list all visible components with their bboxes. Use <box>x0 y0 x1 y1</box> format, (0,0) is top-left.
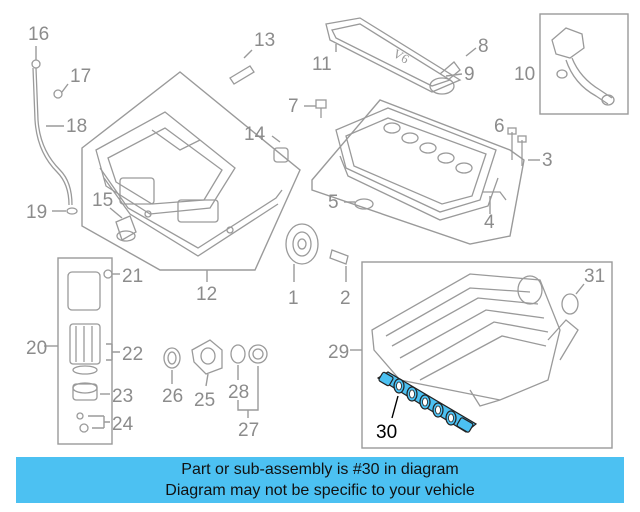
part-13-tube <box>229 49 255 85</box>
part-8-9-cap <box>429 47 477 95</box>
callout-20: 20 <box>26 338 47 359</box>
callout-9: 9 <box>464 64 475 85</box>
callout-18: 18 <box>66 116 87 137</box>
callout-11: 11 <box>312 54 332 75</box>
part-31-oring <box>561 283 585 315</box>
callout-7: 7 <box>288 96 299 117</box>
oil-pan-box <box>81 71 301 271</box>
intake-manifold-box <box>361 261 613 449</box>
callout-16: 16 <box>28 24 49 45</box>
valve-cover-box <box>311 99 525 245</box>
part-14-sensor <box>271 135 289 163</box>
oil-pan-drawing <box>95 111 283 257</box>
callout-10: 10 <box>514 64 535 85</box>
notice-line-part: Part or sub-assembly is #30 in diagram <box>181 461 459 478</box>
engine-cover-logo: V6 <box>391 46 413 67</box>
callout-26: 26 <box>162 386 183 407</box>
oil-filter-drawing <box>44 269 120 433</box>
callout-27: 27 <box>238 420 259 441</box>
part-17-plug <box>53 83 69 99</box>
part-10-box <box>539 13 629 115</box>
callout-17: 17 <box>70 66 91 87</box>
callout-23: 23 <box>112 386 133 407</box>
notice-banner: Part or sub-assembly is #30 in diagram D… <box>16 457 624 503</box>
callout-30: 30 <box>376 422 397 443</box>
callout-28: 28 <box>228 382 249 403</box>
intake-manifold-drawing <box>350 273 579 407</box>
part-28-seal <box>230 344 268 418</box>
callout-25: 25 <box>194 390 215 411</box>
callout-29: 29 <box>328 342 349 363</box>
part-15-filter-plug <box>109 207 137 242</box>
part-2-bolt <box>329 249 349 282</box>
callout-5: 5 <box>328 192 339 213</box>
engine-cover-drawing: V6 <box>325 17 462 93</box>
callout-24: 24 <box>112 414 134 435</box>
part-7-bolt <box>304 99 327 118</box>
part-30-gasket-highlighted <box>376 371 478 433</box>
part-26-oring <box>163 347 181 384</box>
callout-12: 12 <box>196 284 217 305</box>
part-6-bolts <box>507 127 527 166</box>
dipstick-drawing <box>31 46 78 215</box>
callout-15: 15 <box>92 190 113 211</box>
callout-4: 4 <box>484 212 495 233</box>
pulley-drawing <box>285 223 319 282</box>
part-4-gasket <box>482 191 507 214</box>
breather-hose-drawing <box>551 27 615 106</box>
callout-19: 19 <box>26 202 47 223</box>
callout-2: 2 <box>340 288 351 309</box>
part-5-seal <box>344 198 374 210</box>
callout-3: 3 <box>542 150 553 171</box>
callout-22: 22 <box>122 344 143 365</box>
callout-6: 6 <box>494 116 505 137</box>
callout-31: 31 <box>584 266 605 287</box>
callout-1: 1 <box>288 288 299 309</box>
callout-21: 21 <box>122 266 143 287</box>
notice-line-disclaimer: Diagram may not be specific to your vehi… <box>165 482 475 499</box>
callout-14: 14 <box>244 124 266 145</box>
callout-13: 13 <box>254 30 275 51</box>
callout-8: 8 <box>478 36 489 57</box>
valve-cover-drawing <box>335 107 499 221</box>
part-25-housing <box>191 339 223 387</box>
